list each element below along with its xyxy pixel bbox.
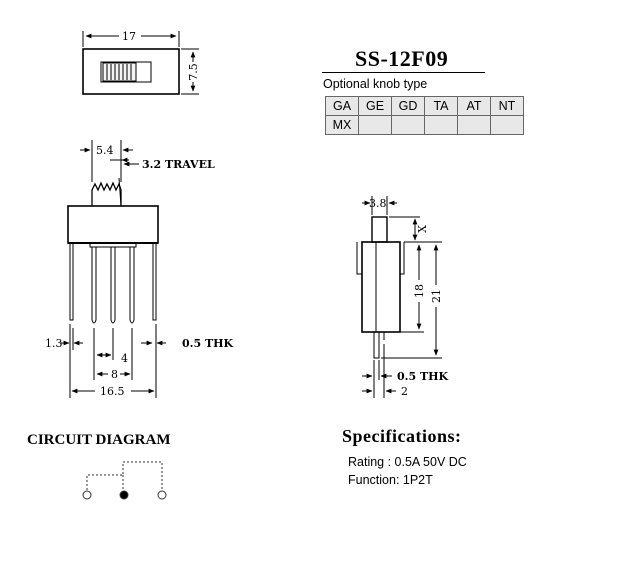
- spec-rating: Rating : 0.5A 50V DC: [348, 455, 467, 469]
- side-pin-dim: 2: [401, 385, 408, 398]
- table-row: MX: [325, 115, 524, 135]
- top-width-dim: 17: [122, 30, 136, 43]
- side-thickness-dim: 0.5 THK: [397, 370, 449, 383]
- knob-cell: AT: [457, 96, 491, 116]
- knob-cell: NT: [490, 96, 524, 116]
- knob-type-title: Optional knob type: [323, 77, 428, 91]
- pin-offset-dim: 1.3: [45, 337, 63, 350]
- table-row: GA GE GD TA AT NT: [325, 96, 524, 116]
- side-x-label: X: [416, 225, 429, 233]
- model-underline: [322, 72, 485, 73]
- knob-type-table: GA GE GD TA AT NT MX: [325, 96, 524, 135]
- knob-cell: MX: [325, 115, 359, 135]
- circuit-diagram-title: CIRCUIT DIAGRAM: [27, 432, 171, 448]
- knob-cell: [391, 115, 425, 135]
- knob-cell: [457, 115, 491, 135]
- specifications-title: Specifications:: [342, 426, 462, 446]
- overall-width-dim: 16.5: [100, 385, 125, 398]
- travel-dim: 3.2 TRAVEL: [142, 158, 215, 171]
- model-number: SS-12F09: [355, 46, 449, 71]
- side-total-dim: 21: [430, 289, 443, 303]
- knob-cell: GD: [391, 96, 425, 116]
- pin-thickness-dim: 0.5 THK: [182, 337, 234, 350]
- spec-function: Function: 1P2T: [348, 473, 433, 487]
- knob-cell: [358, 115, 392, 135]
- side-view: [356, 196, 442, 398]
- pin-span-dim: 8: [111, 368, 118, 381]
- side-top-dim: 3.8: [369, 197, 387, 210]
- knob-cell: TA: [424, 96, 458, 116]
- knob-cell: [490, 115, 524, 135]
- circuit-diagram: [82, 461, 167, 500]
- side-body-dim: 18: [413, 284, 426, 298]
- front-view: [60, 140, 166, 398]
- pin-pitch-dim: 4: [121, 352, 128, 365]
- knob-cell: GA: [325, 96, 359, 116]
- top-height-dim: 7.5: [187, 63, 200, 81]
- knob-width-dim: 5.4: [96, 144, 114, 157]
- top-view: [82, 31, 199, 95]
- knob-cell: GE: [358, 96, 392, 116]
- knob-cell: [424, 115, 458, 135]
